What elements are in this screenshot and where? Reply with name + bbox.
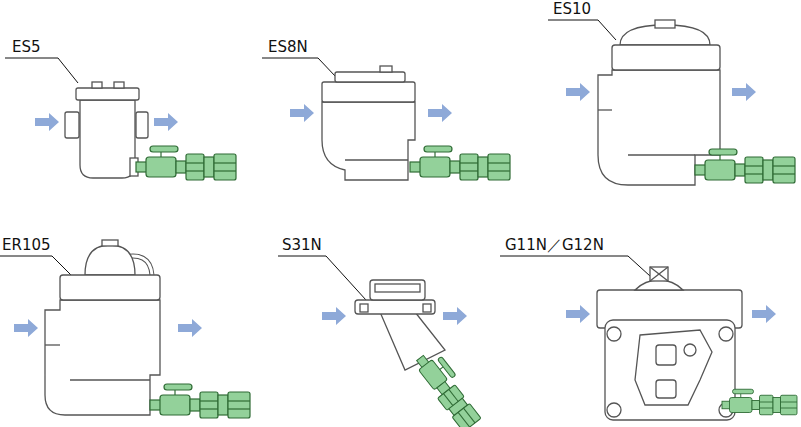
model-label: G11N／G12N	[505, 236, 604, 254]
model-label: S31N	[282, 236, 322, 254]
model-label: ES5	[12, 38, 41, 56]
model-label: ER105	[2, 236, 51, 254]
model-label: ES10	[553, 0, 591, 18]
model-label: ES8N	[268, 38, 308, 56]
